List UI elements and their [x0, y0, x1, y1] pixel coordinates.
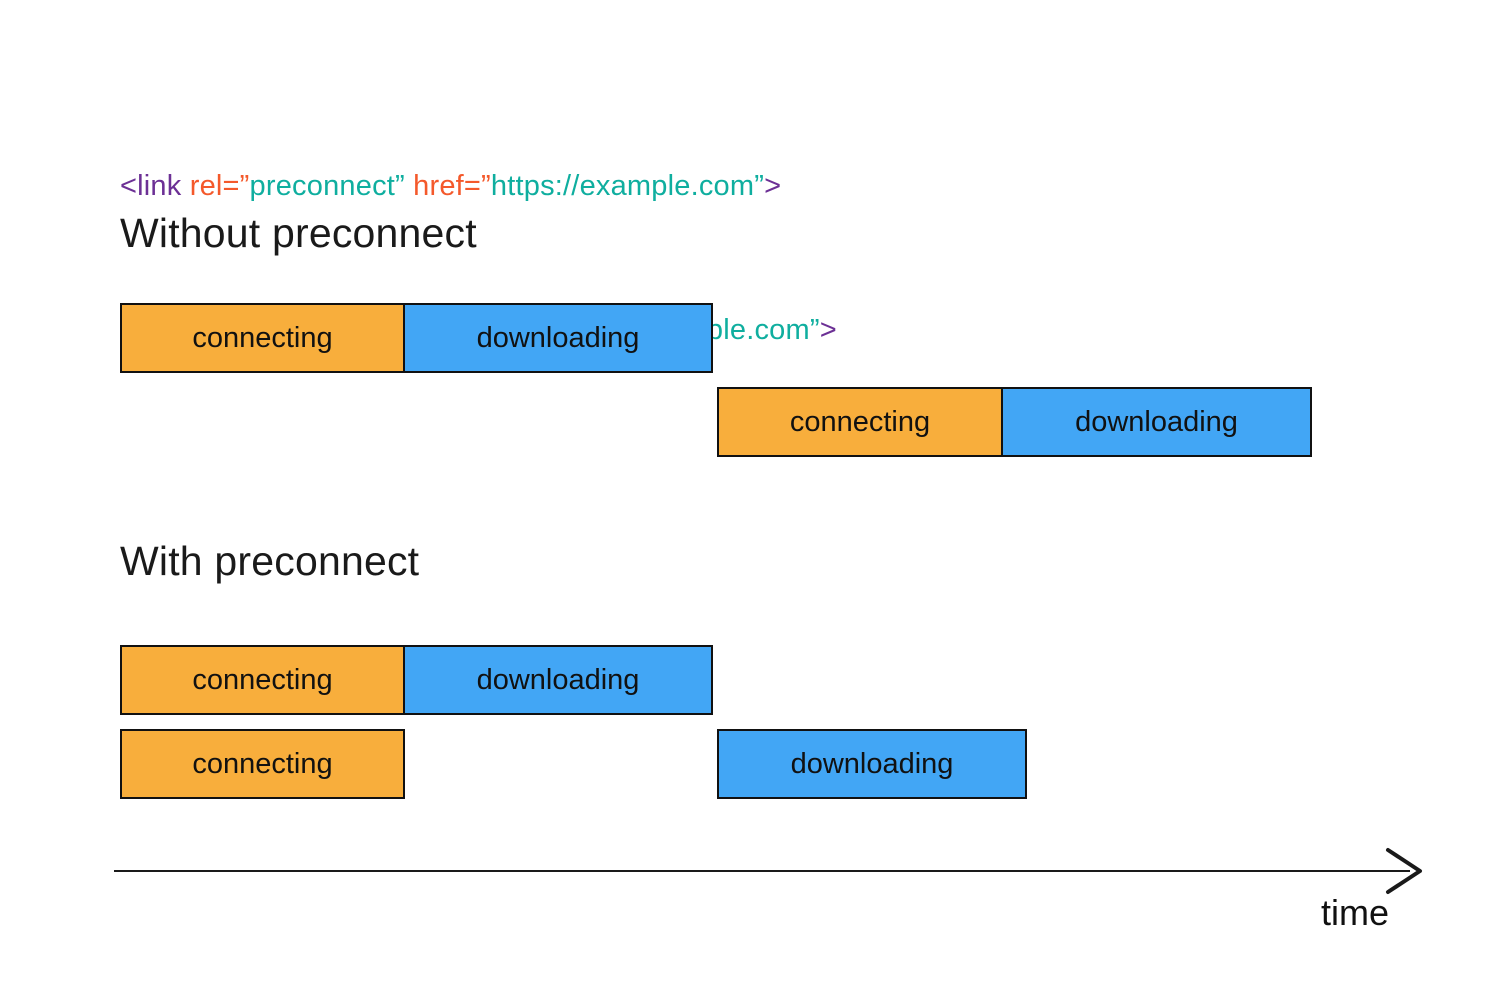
timeline-row-resource1-without: connecting downloading [120, 303, 713, 373]
timeline-row-resource2-with-download: downloading [717, 729, 1027, 799]
bar-downloading: downloading [717, 729, 1027, 799]
code-token-href-attr: href=” [404, 170, 491, 202]
code-token-tag-close: > [764, 170, 782, 202]
code-token-tag-close: > [819, 314, 837, 346]
time-axis-arrow-icon [114, 848, 1422, 894]
section-heading-with-preconnect: With preconnect [120, 538, 420, 584]
timeline-row-resource1-with: connecting downloading [120, 645, 713, 715]
code-token-tag-open: <link [120, 170, 190, 202]
bar-downloading: downloading [1001, 387, 1312, 457]
bar-connecting: connecting [717, 387, 1003, 457]
bar-downloading: downloading [403, 303, 713, 373]
code-token-href-value: https://example.com” [490, 170, 765, 202]
bar-connecting: connecting [120, 303, 405, 373]
time-axis-label: time [1320, 892, 1389, 933]
bar-connecting: connecting [120, 729, 405, 799]
time-axis [110, 843, 1440, 908]
bar-connecting: connecting [120, 645, 405, 715]
section-heading-without-preconnect: Without preconnect [120, 210, 477, 256]
code-token-rel-value: preconnect” [249, 170, 405, 202]
bar-downloading: downloading [403, 645, 713, 715]
timeline-row-resource2-without: connecting downloading [717, 387, 1312, 457]
code-token-rel-attr: rel=” [189, 170, 250, 202]
timeline-row-resource2-with-connect: connecting [120, 729, 405, 799]
code-line-1: <link rel=”preconnect” href=”https://exa… [120, 162, 837, 210]
